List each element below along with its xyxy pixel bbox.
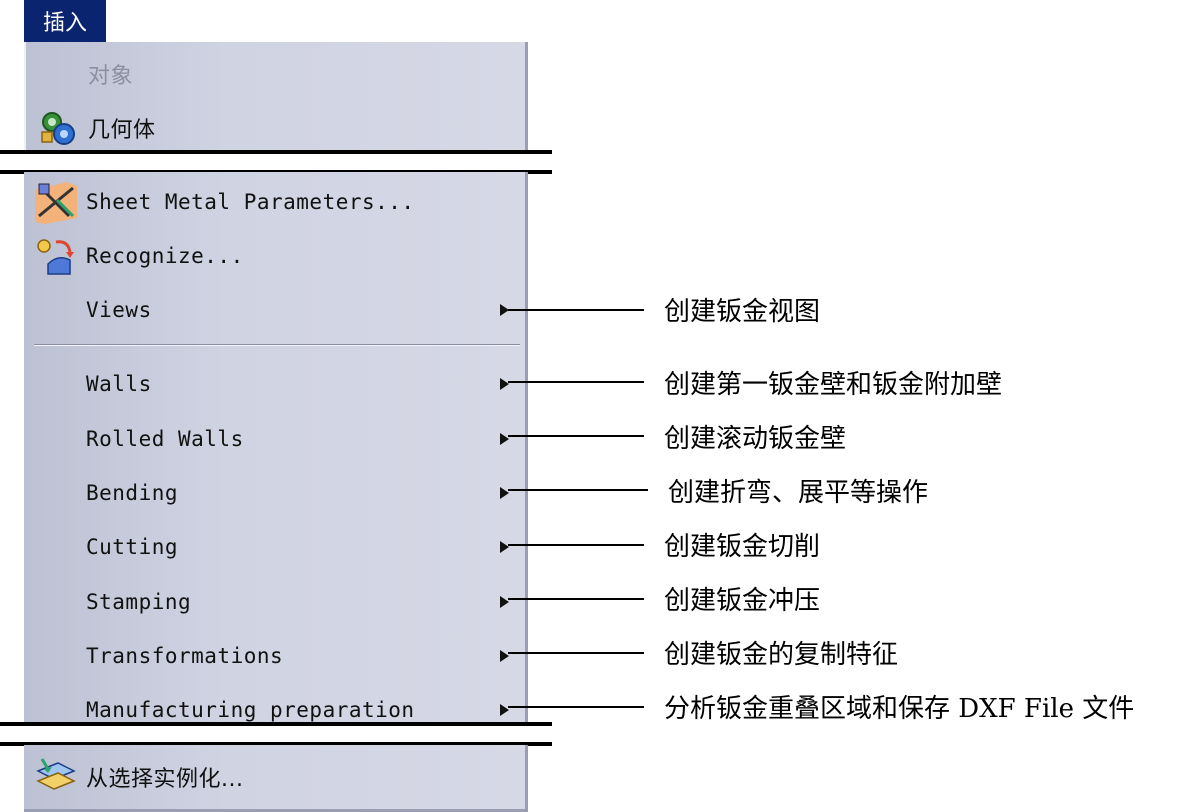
menu-item-label: Bending xyxy=(86,481,179,505)
menu-item-label: Views xyxy=(86,298,152,322)
menu-item-manufacturing-preparation[interactable]: Manufacturing preparation xyxy=(24,688,525,732)
menu-item-recognize[interactable]: Recognize... xyxy=(24,234,525,278)
menu-separator xyxy=(34,344,520,346)
callout-bending: 创建折弯、展平等操作 xyxy=(668,478,929,508)
callout-cutting: 创建钣金切削 xyxy=(664,532,821,562)
menu-item-label: Recognize... xyxy=(86,244,244,268)
submenu-arrow-icon xyxy=(500,704,509,716)
menu-item-instantiate-from-selection[interactable]: 从选择实例化... xyxy=(24,755,525,799)
callout-line xyxy=(508,435,644,437)
recognize-icon xyxy=(32,234,80,278)
submenu-arrow-icon xyxy=(500,487,509,499)
menu-panel-sheet-metal: Sheet Metal Parameters... Recognize... V… xyxy=(24,172,528,725)
submenu-arrow-icon xyxy=(500,433,509,445)
instantiate-from-selection-icon xyxy=(32,755,80,799)
callout-line xyxy=(508,706,644,708)
callout-stamping: 创建钣金冲压 xyxy=(664,586,821,616)
menu-item-sheet-metal-parameters[interactable]: Sheet Metal Parameters... xyxy=(24,180,525,224)
menu-item-views[interactable]: Views xyxy=(24,288,525,332)
menu-panel-bottom: 从选择实例化... xyxy=(24,745,528,812)
menu-item-label: Sheet Metal Parameters... xyxy=(86,190,415,214)
menu-item-label: Transformations xyxy=(86,644,284,668)
callout-line xyxy=(508,309,644,311)
menu-item-bending[interactable]: Bending xyxy=(24,471,525,515)
callout-line xyxy=(508,652,644,654)
callout-transformations: 创建钣金的复制特征 xyxy=(664,640,899,670)
callout-line xyxy=(508,381,644,383)
menu-item-label: Stamping xyxy=(86,590,192,614)
cut-line xyxy=(0,150,552,154)
menu-item-label: 几何体 xyxy=(88,118,156,143)
submenu-arrow-icon xyxy=(500,541,509,553)
submenu-arrow-icon xyxy=(500,650,509,662)
cut-line xyxy=(0,742,552,746)
geometry-body-icon xyxy=(34,106,82,150)
menu-item-label: Manufacturing preparation xyxy=(86,698,415,722)
submenu-arrow-icon xyxy=(500,596,509,608)
submenu-arrow-icon xyxy=(500,378,509,390)
callout-rolled-walls: 创建滚动钣金壁 xyxy=(664,424,847,454)
callout-line xyxy=(508,544,644,546)
sheet-metal-parameters-icon xyxy=(32,180,80,224)
callout-manufacturing-preparation: 分析钣金重叠区域和保存 DXF File 文件 xyxy=(664,694,1135,724)
callout-walls: 创建第一钣金壁和钣金附加壁 xyxy=(664,370,1003,400)
menu-item-object: 对象 xyxy=(26,52,525,96)
menu-item-label: 对象 xyxy=(88,64,134,89)
cut-line xyxy=(0,722,552,726)
menu-item-label: Walls xyxy=(86,372,152,396)
callout-line xyxy=(508,489,648,491)
menu-item-transformations[interactable]: Transformations xyxy=(24,634,525,678)
menu-item-walls[interactable]: Walls xyxy=(24,362,525,406)
menu-item-label: Rolled Walls xyxy=(86,427,244,451)
menu-item-geometry-body[interactable]: 几何体 xyxy=(26,106,525,150)
menu-item-label: Cutting xyxy=(86,535,179,559)
submenu-arrow-icon xyxy=(500,304,509,316)
menu-item-label: 从选择实例化... xyxy=(86,767,244,792)
callout-views: 创建钣金视图 xyxy=(664,297,821,327)
callout-line xyxy=(508,598,644,600)
menu-panel-top: 对象 几何体 xyxy=(24,42,528,152)
menu-item-stamping[interactable]: Stamping xyxy=(24,580,525,624)
menu-item-cutting[interactable]: Cutting xyxy=(24,525,525,569)
menu-item-rolled-walls[interactable]: Rolled Walls xyxy=(24,417,525,461)
menu-title-insert[interactable]: 插入 xyxy=(24,0,106,42)
